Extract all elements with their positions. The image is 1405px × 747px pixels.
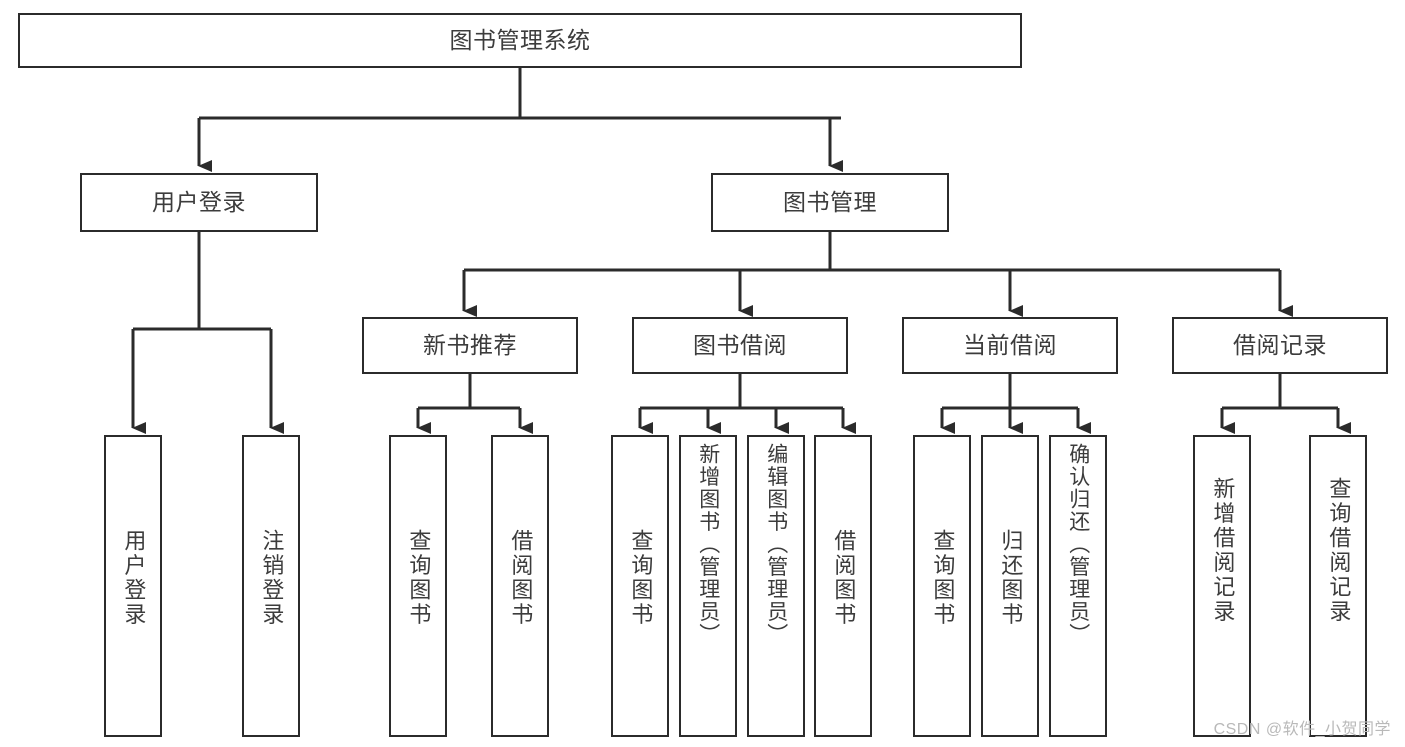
node-leaf-add-book[interactable]: 新增图书（管理员） bbox=[679, 435, 737, 737]
node-leaf-borrow-book-1[interactable]: 借阅图书 bbox=[491, 435, 549, 737]
node-label: 新增图书（管理员） bbox=[696, 443, 720, 646]
node-label: 用户登录 bbox=[152, 189, 246, 215]
node-leaf-query-book-2[interactable]: 查询图书 bbox=[611, 435, 669, 737]
node-leaf-query-book-3[interactable]: 查询图书 bbox=[913, 435, 971, 737]
node-label: 确认归还（管理员） bbox=[1066, 443, 1090, 646]
node-label: 新增借阅记录 bbox=[1210, 477, 1236, 624]
node-label: 借阅记录 bbox=[1233, 332, 1327, 358]
node-label: 查询图书 bbox=[628, 529, 654, 627]
node-leaf-user-logout[interactable]: 注销登录 bbox=[242, 435, 300, 737]
node-label: 归还图书 bbox=[998, 529, 1024, 627]
node-label: 查询图书 bbox=[930, 529, 956, 627]
node-book-manage[interactable]: 图书管理 bbox=[711, 173, 949, 232]
node-label: 图书借阅 bbox=[693, 332, 787, 358]
node-book-borrow[interactable]: 图书借阅 bbox=[632, 317, 848, 374]
node-label: 借阅图书 bbox=[508, 529, 534, 627]
node-label: 借阅图书 bbox=[831, 529, 857, 627]
node-label: 当前借阅 bbox=[963, 332, 1057, 358]
node-label: 查询图书 bbox=[406, 529, 432, 627]
node-leaf-return-book[interactable]: 归还图书 bbox=[981, 435, 1039, 737]
node-label: 图书管理系统 bbox=[449, 27, 591, 53]
node-leaf-borrow-book-2[interactable]: 借阅图书 bbox=[814, 435, 872, 737]
csdn-watermark: CSDN @软件_小贺同学 bbox=[1213, 721, 1391, 738]
node-label: 注销登录 bbox=[259, 529, 285, 627]
node-label: 图书管理 bbox=[783, 189, 877, 215]
node-book-management-system[interactable]: 图书管理系统 bbox=[18, 13, 1022, 68]
node-label: 编辑图书（管理员） bbox=[764, 443, 788, 646]
node-label: 新书推荐 bbox=[423, 332, 517, 358]
node-label: 用户登录 bbox=[121, 529, 147, 627]
node-leaf-query-record[interactable]: 查询借阅记录 bbox=[1309, 435, 1367, 737]
node-current-borrow[interactable]: 当前借阅 bbox=[902, 317, 1118, 374]
node-borrow-record[interactable]: 借阅记录 bbox=[1172, 317, 1388, 374]
node-leaf-confirm-return[interactable]: 确认归还（管理员） bbox=[1049, 435, 1107, 737]
node-new-book-recommend[interactable]: 新书推荐 bbox=[362, 317, 578, 374]
node-label: 查询借阅记录 bbox=[1326, 477, 1352, 624]
node-leaf-edit-book[interactable]: 编辑图书（管理员） bbox=[747, 435, 805, 737]
node-leaf-query-book-1[interactable]: 查询图书 bbox=[389, 435, 447, 737]
node-leaf-add-record[interactable]: 新增借阅记录 bbox=[1193, 435, 1251, 737]
node-leaf-user-login[interactable]: 用户登录 bbox=[104, 435, 162, 737]
node-user-login[interactable]: 用户登录 bbox=[80, 173, 318, 232]
